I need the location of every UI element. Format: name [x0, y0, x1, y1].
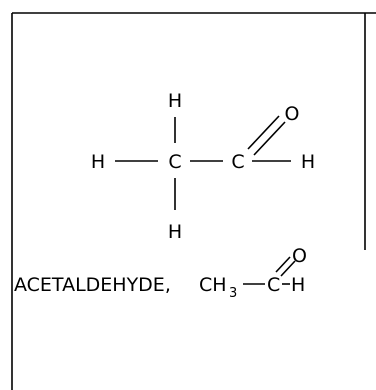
formula-c: C: [267, 274, 280, 296]
atom-h-right: H: [301, 151, 315, 173]
atom-c-methyl: C: [168, 151, 181, 173]
atom-h-bottom: H: [168, 221, 182, 243]
formula-h: H: [291, 274, 305, 296]
atom-h-top: H: [168, 90, 182, 112]
formula-double-bond-2: [280, 260, 296, 277]
bond-c-o-double-1: [247, 115, 280, 150]
formula-double-bond-1: [275, 256, 291, 273]
caption-name: ACETALDEHYDE,: [14, 274, 171, 296]
formula-o: O: [292, 245, 307, 267]
atom-h-left: H: [91, 151, 105, 173]
atom-c-carbonyl: C: [231, 151, 244, 173]
atom-o-carbonyl: O: [285, 103, 300, 125]
formula-subscript: 3: [229, 286, 237, 301]
bond-c-o-double-2: [253, 121, 286, 156]
formula-ch: CH: [199, 274, 227, 296]
